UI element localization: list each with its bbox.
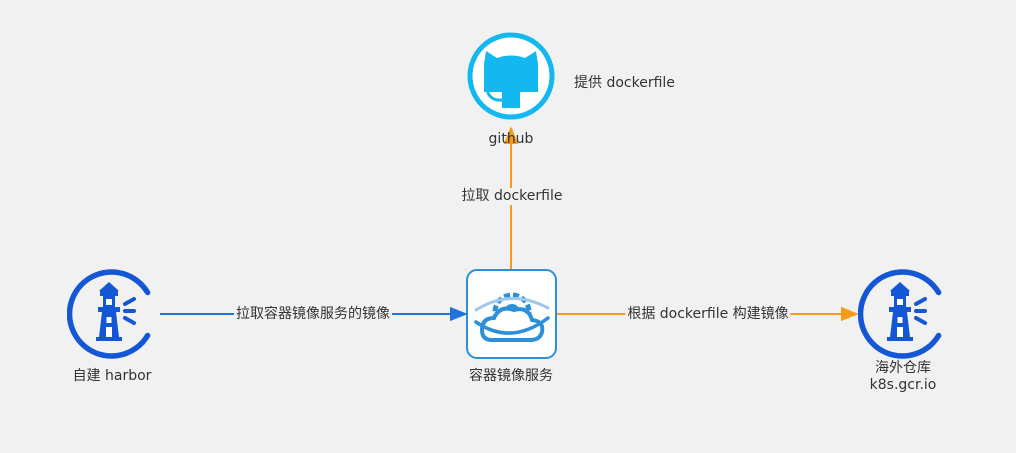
overseas-registry-label-line2: k8s.gcr.io xyxy=(869,377,937,393)
mirror-service-label: 容器镜像服务 xyxy=(469,368,553,384)
overseas-registry-label-line1: 海外仓库 xyxy=(875,360,931,376)
harbor-lighthouse-icon[interactable] xyxy=(70,272,148,356)
harbor-local-label: 自建 harbor xyxy=(72,368,152,384)
github-octocat-icon[interactable] xyxy=(467,32,555,120)
edge-label-pull-mirror-images: 拉取容器镜像服务的镜像 xyxy=(234,306,392,323)
container-registry-cloud-gear-icon[interactable] xyxy=(466,269,557,359)
harbor-lighthouse-icon[interactable] xyxy=(861,272,939,356)
edge-label-pull-dockerfile: 拉取 dockerfile xyxy=(459,188,565,205)
github-note-label: 提供 dockerfile xyxy=(574,75,675,91)
edge-label-build-images: 根据 dockerfile 构建镜像 xyxy=(625,306,791,323)
github-node-label: github xyxy=(488,131,534,147)
